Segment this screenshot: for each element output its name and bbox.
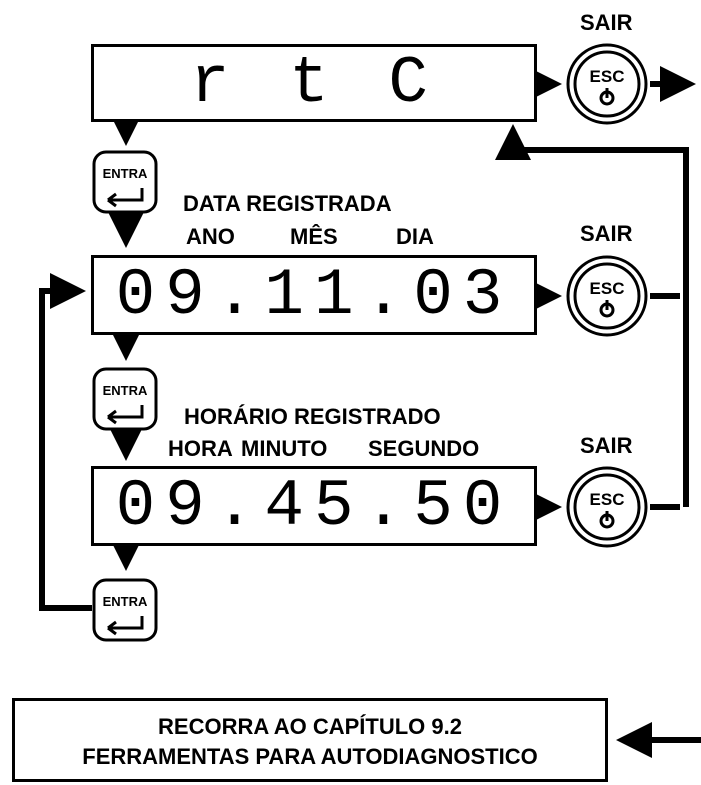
enter-arrow-icon bbox=[107, 188, 144, 208]
enter-arrow-icon bbox=[107, 616, 144, 636]
date-field-year: ANO bbox=[186, 224, 235, 249]
esc-button-3[interactable]: ESC bbox=[565, 465, 649, 549]
esc-key-shape: ESC bbox=[566, 43, 648, 125]
date-display-text: 09.11.03 bbox=[115, 257, 513, 333]
reference-note-line-1: RECORRA AO CAPÍTULO 9.2 bbox=[158, 714, 462, 739]
entra-button-label: ENTRA bbox=[103, 594, 148, 609]
date-display: 09.11.03 bbox=[91, 255, 537, 335]
sair-label-2: SAIR bbox=[580, 221, 633, 246]
time-title: HORÁRIO REGISTRADO bbox=[184, 404, 441, 429]
esc-key-shape: ESC bbox=[566, 255, 648, 337]
reference-note-box: RECORRA AO CAPÍTULO 9.2 FERRAMENTAS PARA… bbox=[12, 698, 608, 782]
sair-label-1: SAIR bbox=[580, 10, 633, 35]
date-field-day: DIA bbox=[396, 224, 434, 249]
rtc-display-text: r t C bbox=[189, 45, 439, 121]
return-bus-line bbox=[495, 124, 689, 507]
rtc-display: r t C bbox=[91, 44, 537, 122]
esc-button-2[interactable]: ESC bbox=[565, 254, 649, 338]
date-field-month: MÊS bbox=[290, 224, 338, 249]
esc-button-label: ESC bbox=[590, 490, 625, 509]
time-display-text: 09.45.50 bbox=[115, 468, 513, 544]
esc-button-1[interactable]: ESC bbox=[565, 42, 649, 126]
entra-key-shape: ENTRA bbox=[92, 150, 158, 214]
time-field-second: SEGUNDO bbox=[368, 436, 480, 461]
entra-button-label: ENTRA bbox=[103, 383, 148, 398]
entra-button-2[interactable]: ENTRA bbox=[92, 367, 158, 431]
power-icon bbox=[599, 300, 615, 318]
time-field-hour: HORA bbox=[168, 436, 233, 461]
enter-arrow-icon bbox=[107, 405, 144, 425]
entra-button-1[interactable]: ENTRA bbox=[92, 150, 158, 214]
entra-button-label: ENTRA bbox=[103, 166, 148, 181]
date-title: DATA REGISTRADA bbox=[183, 191, 392, 216]
entra-key-shape: ENTRA bbox=[92, 367, 158, 431]
esc-key-shape: ESC bbox=[566, 466, 648, 548]
esc-button-label: ESC bbox=[590, 279, 625, 298]
time-display: 09.45.50 bbox=[91, 466, 537, 546]
entra-button-3[interactable]: ENTRA bbox=[92, 578, 158, 642]
sair-label-3: SAIR bbox=[580, 433, 633, 458]
loop-back-line bbox=[39, 273, 92, 611]
entra-key-shape: ENTRA bbox=[92, 578, 158, 642]
time-field-minute: MINUTO bbox=[241, 436, 328, 461]
power-icon bbox=[599, 511, 615, 529]
power-icon bbox=[599, 88, 615, 106]
esc-button-label: ESC bbox=[590, 67, 625, 86]
reference-note-line-2: FERRAMENTAS PARA AUTODIAGNOSTICO bbox=[82, 744, 538, 769]
